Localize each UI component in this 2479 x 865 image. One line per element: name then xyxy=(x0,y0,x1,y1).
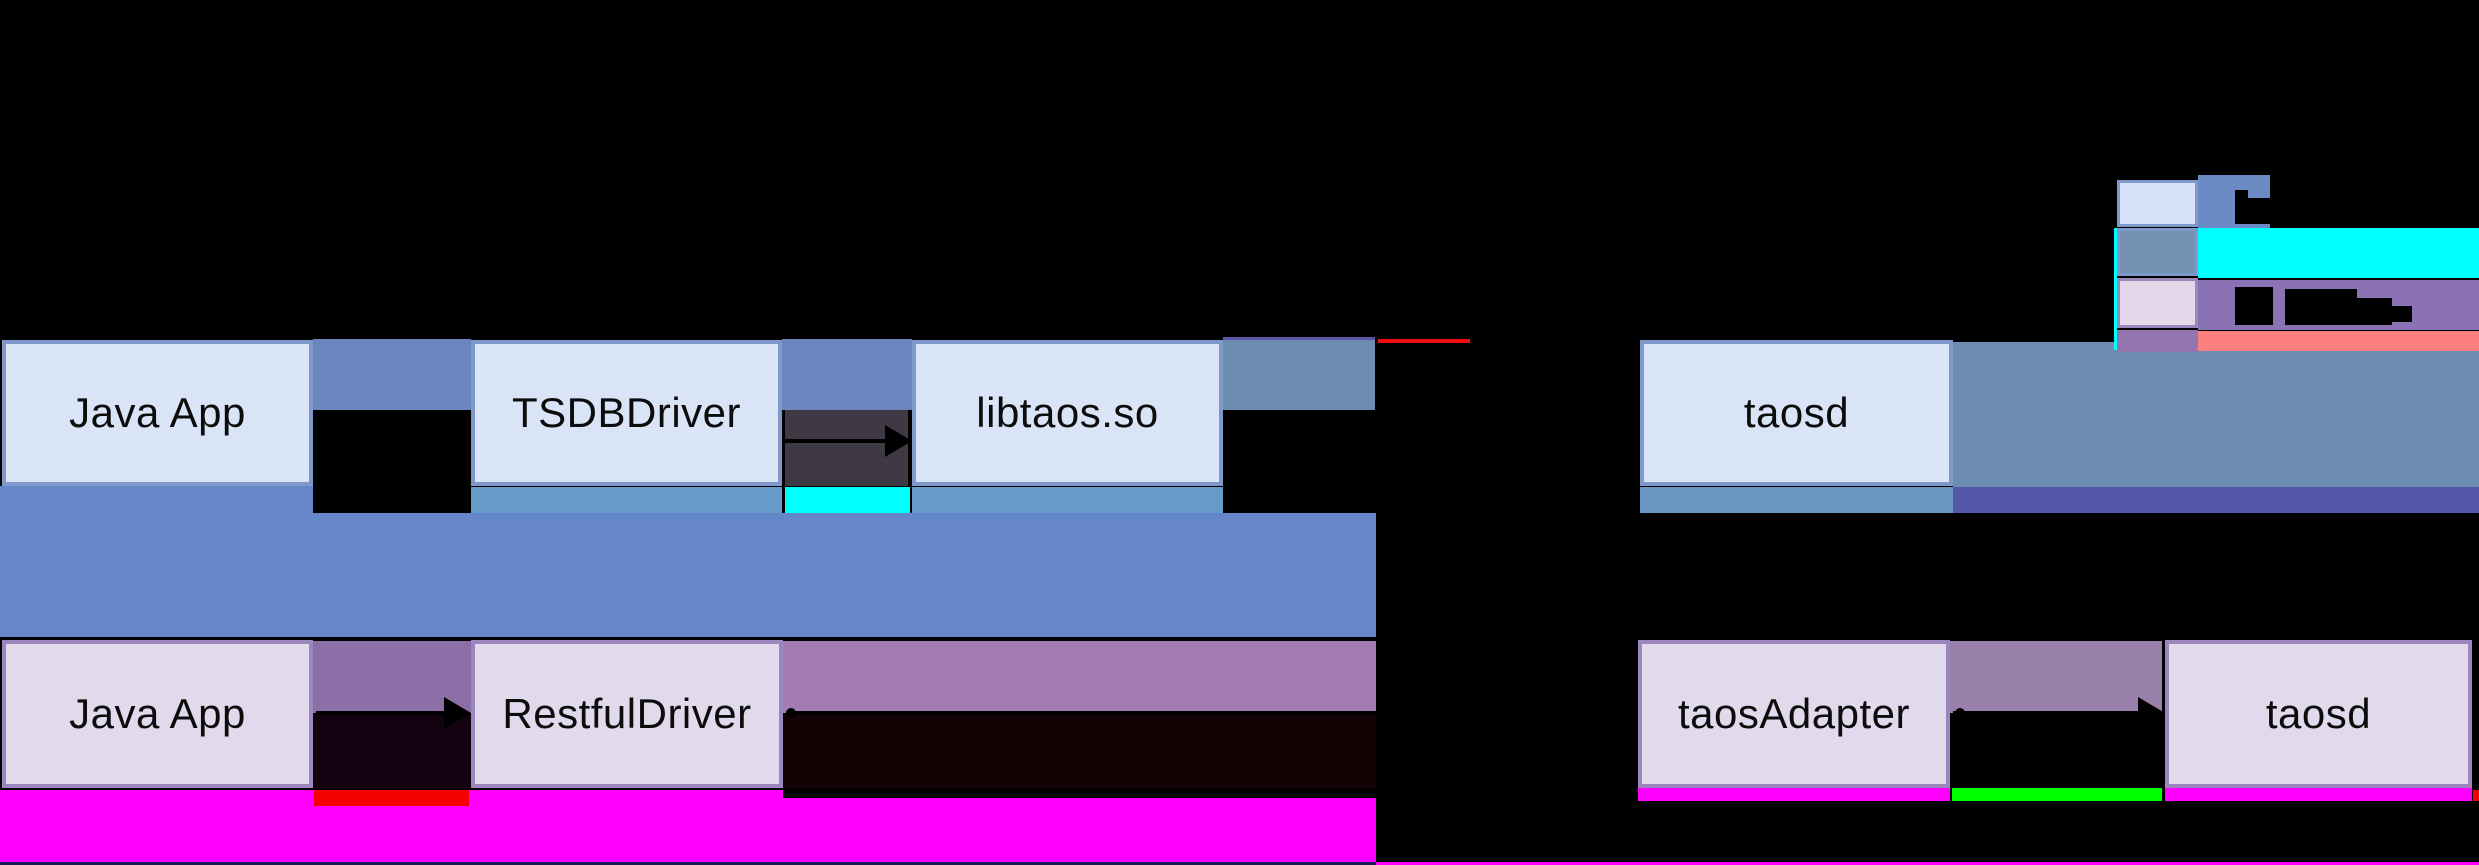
legend-swatch-3 xyxy=(2117,278,2198,328)
dark-region-wide xyxy=(783,715,1376,788)
box-taosadapter-label: taosAdapter xyxy=(1678,690,1910,737)
box-java-app-rest: Java App xyxy=(2,640,313,788)
strip-under-javaapp-top xyxy=(0,486,313,513)
arrow-tsdbdriver-libtaos xyxy=(785,439,887,443)
box-tsdbdriver: TSDBDriver xyxy=(471,340,782,486)
arrowhead-into-taosd-top xyxy=(1613,427,1640,459)
band-gap-taosadapter-taosd xyxy=(1950,641,2162,713)
arrow-libtaos-taosd xyxy=(1226,441,1614,445)
box-restfuldriver-label: RestfulDriver xyxy=(502,690,752,737)
magenta-band xyxy=(0,790,1376,862)
arrowhead-into-libtaos xyxy=(885,425,912,457)
legend-swatch-1 xyxy=(2117,180,2198,227)
legend-text-remnant xyxy=(2357,298,2392,325)
legend-text-remnant xyxy=(2285,289,2357,325)
black-strip-under-mauve xyxy=(783,788,1376,798)
box-taosd-bottom: taosd xyxy=(2165,640,2472,788)
arrow-dot-taosadapter xyxy=(1955,708,1965,718)
box-taosd-top-label: taosd xyxy=(1743,389,1850,436)
green-highlight-strip xyxy=(1952,788,2162,801)
arrowhead-into-restfuldriver xyxy=(444,697,471,729)
band-gap-tsdbdriver-libtaos xyxy=(782,339,912,410)
band-gap-javaapp-tsdbdriver xyxy=(313,339,471,410)
legend-swatch-2 xyxy=(2117,228,2198,276)
box-taosadapter: taosAdapter xyxy=(1638,640,1950,788)
box-java-app-jni: Java App xyxy=(2,340,313,486)
arrow-dot-restfuldriver xyxy=(786,708,796,718)
arrow-javaapp-restfuldriver xyxy=(316,711,446,715)
strip-under-taosd-top xyxy=(1640,487,1953,513)
arrow-restfuldriver-taosadapter xyxy=(786,711,1612,715)
box-java-app-rest-label: Java App xyxy=(69,690,246,737)
box-libtaos: libtaos.so xyxy=(912,340,1223,486)
legend-band-2 xyxy=(2198,228,2479,278)
red-sliver-bottom-right xyxy=(2473,790,2479,801)
band-right-of-taosd-top xyxy=(1953,342,2479,487)
band-right-of-restfuldriver xyxy=(783,641,1376,713)
band-right-of-libtaos xyxy=(1223,337,1375,410)
box-taosd-bottom-label: taosd xyxy=(2265,690,2372,737)
legend-text-remnant xyxy=(2235,190,2248,224)
red-line-top xyxy=(1378,339,1470,343)
bottom-magenta-line xyxy=(1376,862,2479,865)
strip-under-libtaos xyxy=(912,487,1223,513)
legend-cyan-vline xyxy=(2114,228,2117,350)
legend-text-remnant xyxy=(2235,287,2273,325)
legend-swatch-4 xyxy=(2117,330,2198,352)
legend-text-remnant xyxy=(2392,306,2412,322)
legend-band-4 xyxy=(2198,331,2479,351)
box-tsdbdriver-label: TSDBDriver xyxy=(511,389,741,436)
box-taosd-top: taosd xyxy=(1640,340,1953,486)
arrow-javaapp-tsdbdriver xyxy=(316,439,446,443)
arrowhead-into-tsdbdriver xyxy=(444,425,471,457)
arrowhead-into-taosd-bottom xyxy=(2138,697,2165,729)
strip-indigo-right xyxy=(1953,487,2479,513)
bottom-navy-line xyxy=(0,862,1376,865)
big-blue-band xyxy=(0,513,1376,637)
arrow-taosadapter-taosd xyxy=(1953,711,2139,715)
strip-under-tsdbdriver xyxy=(471,487,782,513)
red-strip-gap xyxy=(314,790,469,806)
legend xyxy=(2100,170,2479,360)
arrowhead-into-taosadapter xyxy=(1611,697,1638,729)
strip-under-taosd-bottom xyxy=(2165,788,2472,801)
cyan-highlight-strip xyxy=(785,487,910,513)
box-java-app-jni-label: Java App xyxy=(69,389,246,436)
legend-text-remnant xyxy=(2248,198,2270,224)
box-restfuldriver: RestfulDriver xyxy=(471,640,783,788)
strip-under-taosadapter xyxy=(1638,788,1950,801)
box-libtaos-label: libtaos.so xyxy=(976,389,1159,436)
